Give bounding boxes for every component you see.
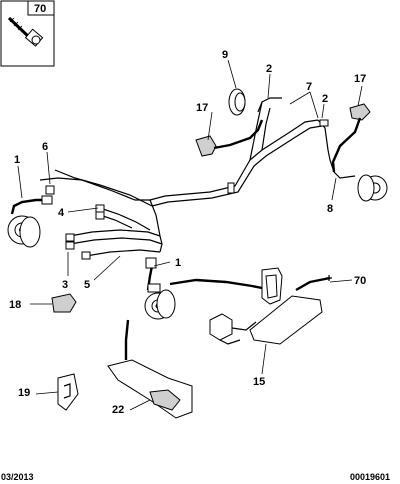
callout-2-top: 2 xyxy=(266,63,272,75)
master-cylinder-assembly xyxy=(169,267,331,345)
callout-6: 6 xyxy=(42,141,48,153)
inset-label: 70 xyxy=(34,3,46,15)
callout-2-right: 2 xyxy=(322,93,328,105)
callout-3: 3 xyxy=(62,279,68,291)
callout-8: 8 xyxy=(327,203,333,215)
callout-5: 5 xyxy=(84,279,90,291)
callout-7: 7 xyxy=(306,81,312,93)
clip-18 xyxy=(51,293,77,313)
callout-1-left: 1 xyxy=(14,154,20,166)
callout-15: 15 xyxy=(253,376,265,388)
footer-reference: 00019601 xyxy=(350,472,390,482)
callout-4: 4 xyxy=(58,207,65,219)
callout-17-left: 17 xyxy=(196,102,208,114)
callout-labels: 1 6 4 3 5 1 18 19 22 9 2 7 2 17 17 8 70 … xyxy=(9,49,366,416)
rear-right-hub xyxy=(331,103,388,202)
bolt-icon xyxy=(7,16,44,47)
callout-22: 22 xyxy=(112,404,124,416)
callout-70: 70 xyxy=(354,275,366,287)
leader-lines xyxy=(17,59,363,411)
inset-bolt-70: 70 xyxy=(0,0,55,67)
footer: 03/2013 00019601 xyxy=(1,472,390,482)
bracket-22 xyxy=(107,319,193,419)
front-right-hub xyxy=(144,257,176,320)
clip-19 xyxy=(57,373,79,411)
brake-pipes xyxy=(39,97,335,260)
callout-18: 18 xyxy=(9,299,21,311)
callout-1-center: 1 xyxy=(175,257,181,269)
callout-17-right: 17 xyxy=(354,73,366,85)
callout-19: 19 xyxy=(18,387,30,399)
footer-date: 03/2013 xyxy=(1,472,34,482)
rear-left-hub xyxy=(195,88,264,157)
callout-9: 9 xyxy=(222,49,228,61)
front-left-hub xyxy=(7,185,55,248)
